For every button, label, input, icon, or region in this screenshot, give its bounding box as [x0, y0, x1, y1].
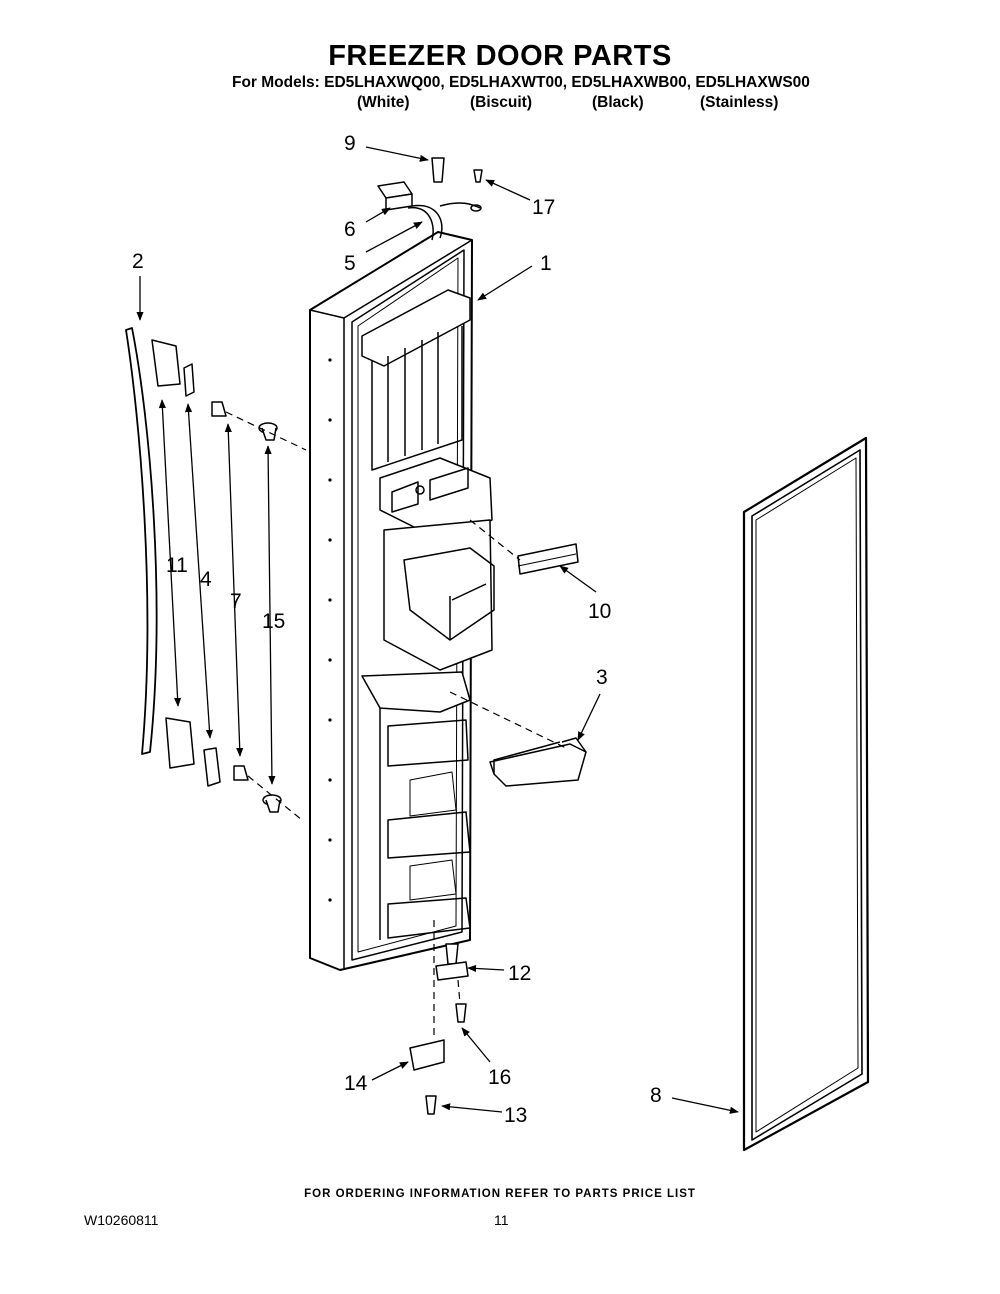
callout-14: 14	[344, 1072, 368, 1095]
callout-15: 15	[262, 610, 285, 633]
door-gasket	[742, 436, 870, 1152]
callout-arrows	[136, 146, 739, 1114]
callout-17: 17	[532, 196, 555, 219]
callout-4: 4	[200, 568, 212, 591]
callout-3: 3	[596, 666, 608, 689]
callout-6: 6	[344, 218, 356, 241]
callout-9: 9	[344, 132, 356, 155]
variant-white: (White)	[357, 94, 410, 111]
bottom-hinge-hardware	[409, 943, 469, 1115]
ordering-note: FOR ORDERING INFORMATION REFER TO PARTS …	[304, 1188, 696, 1200]
variant-black: (Black)	[592, 94, 644, 111]
callout-7: 7	[230, 590, 242, 613]
callout-12: 12	[508, 962, 531, 985]
page-number: 11	[494, 1212, 509, 1228]
freezer-door-panel	[309, 231, 495, 971]
door-handle	[125, 327, 195, 769]
callout-16: 16	[488, 1066, 511, 1089]
assembly-lines	[225, 411, 567, 1040]
trim-strip	[517, 543, 579, 575]
document-number: W10260811	[84, 1212, 159, 1228]
callout-labels: 9 17 6 5 1 2 11 4 7 15 10 3 12 14 16 13 …	[132, 132, 662, 1127]
upper-handle-hardware	[183, 363, 278, 441]
page-title: FREEZER DOOR PARTS	[328, 40, 672, 72]
models-line: For Models: ED5LHAXWQ00, ED5LHAXWT00, ED…	[232, 74, 810, 91]
top-hardware	[377, 157, 483, 241]
callout-2: 2	[132, 250, 144, 273]
callout-13: 13	[504, 1104, 527, 1127]
variant-stainless: (Stainless)	[700, 94, 779, 111]
callout-1: 1	[540, 252, 552, 275]
door-bin	[489, 737, 587, 787]
callout-5: 5	[344, 252, 356, 275]
callout-11: 11	[166, 554, 188, 577]
variant-biscuit: (Biscuit)	[470, 94, 532, 111]
lower-handle-hardware	[203, 747, 282, 813]
callout-10: 10	[588, 600, 611, 623]
callout-8: 8	[650, 1084, 662, 1107]
